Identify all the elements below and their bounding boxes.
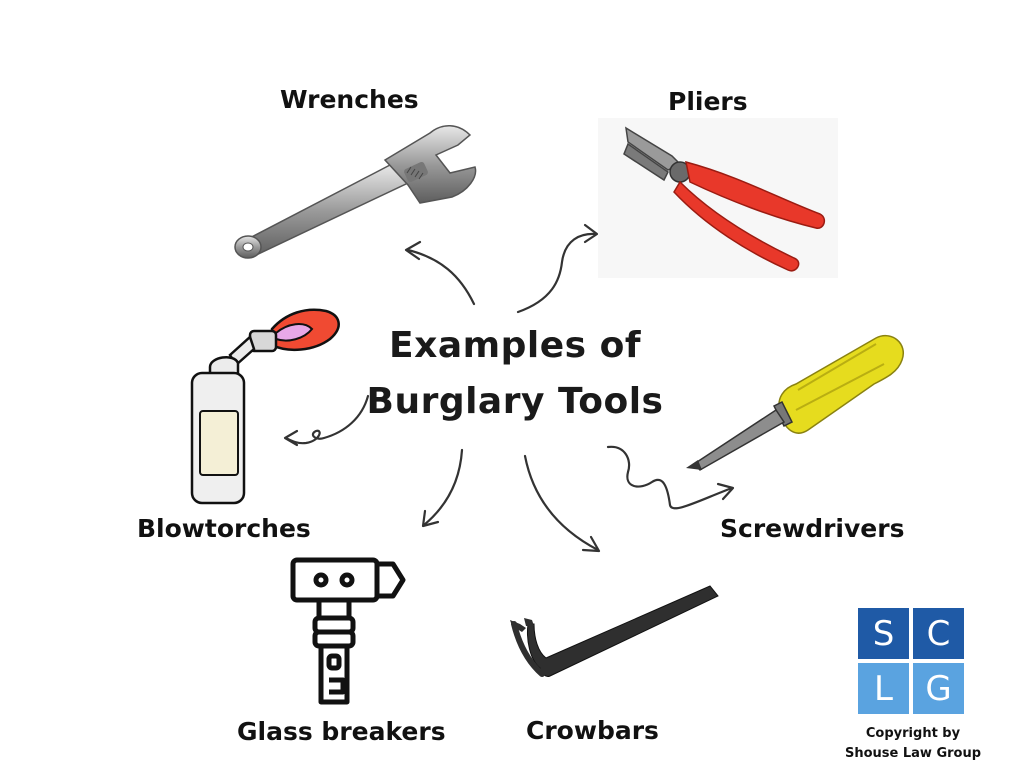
label-crowbars: Crowbars — [526, 716, 659, 745]
label-glass-breakers: Glass breakers — [237, 717, 446, 746]
arrow-to-crowbars — [523, 454, 600, 552]
title-line-1: Examples of — [389, 325, 641, 366]
logo-letter-s: S — [858, 608, 909, 659]
screwdriver-icon — [686, 335, 905, 471]
title-line-2: Burglary Tools — [366, 381, 664, 422]
label-pliers: Pliers — [668, 87, 748, 116]
copyright-line-2: Shouse Law Group — [844, 746, 982, 761]
label-wrenches: Wrenches — [280, 85, 419, 114]
arrow-to-blowtorches — [284, 394, 370, 445]
arrow-to-glass-breakers — [422, 448, 464, 527]
copyright-notice: Copyright by Shouse Law Group — [838, 724, 988, 764]
copyright-line-1: Copyright by — [865, 726, 961, 741]
crowbar-icon — [510, 585, 719, 677]
wrench-icon — [234, 125, 477, 259]
diagram-title: Examples of Burglary Tools — [360, 318, 670, 430]
glass-breaker-icon — [290, 557, 406, 705]
label-blowtorches: Blowtorches — [137, 514, 311, 543]
logo-letter-g: G — [913, 663, 964, 714]
arrow-to-pliers — [516, 232, 598, 314]
blowtorch-icon — [190, 308, 340, 505]
arrow-to-screwdrivers — [606, 445, 734, 510]
logo-letter-c: C — [913, 608, 964, 659]
arrow-to-wrenches — [406, 248, 476, 306]
label-screwdrivers: Screwdrivers — [720, 514, 905, 543]
pliers-icon — [598, 118, 838, 278]
logo-letter-l: L — [858, 663, 909, 714]
sclg-logo: S C L G — [858, 608, 964, 714]
